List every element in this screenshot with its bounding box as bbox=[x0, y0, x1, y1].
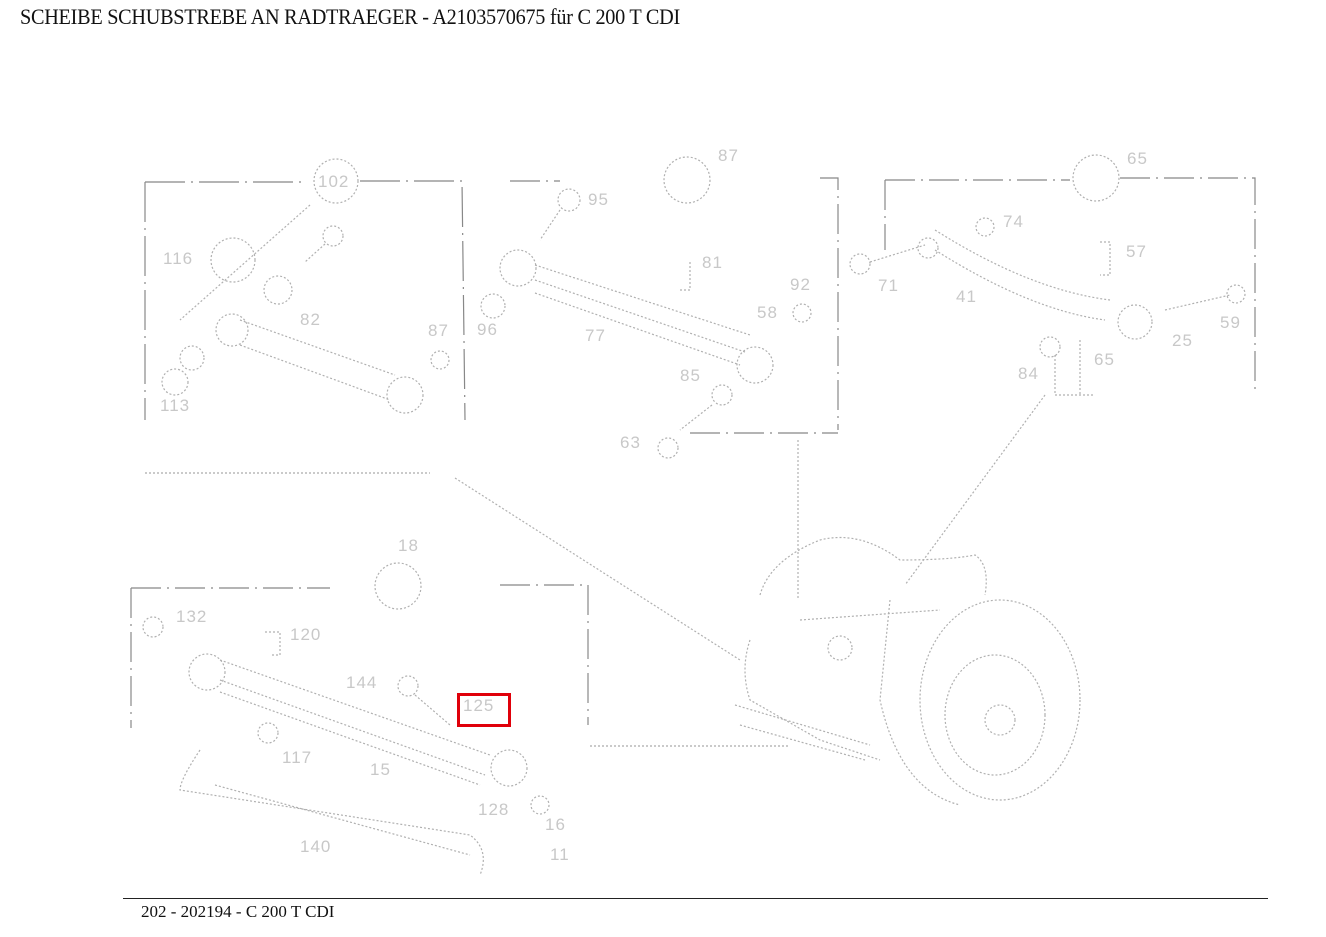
callout-15[interactable]: 15 bbox=[370, 760, 391, 779]
axle-assembly bbox=[734, 536, 1081, 806]
callout-92[interactable]: 92 bbox=[790, 275, 811, 294]
callout-71[interactable]: 71 bbox=[878, 276, 899, 295]
callout-16[interactable]: 16 bbox=[545, 815, 566, 834]
callout-84[interactable]: 84 bbox=[1018, 364, 1039, 383]
footer-divider bbox=[123, 898, 1268, 899]
callout-58[interactable]: 58 bbox=[757, 303, 778, 322]
footer-model-info: 202 - 202194 - C 200 T CDI bbox=[141, 902, 335, 921]
callout-117[interactable]: 117 bbox=[282, 748, 313, 767]
callout-74[interactable]: 74 bbox=[1003, 212, 1024, 231]
callout-57[interactable]: 57 bbox=[1126, 242, 1147, 261]
panel-top-right bbox=[849, 154, 1256, 396]
panel-bottom-left bbox=[130, 562, 589, 876]
exploded-parts-diagram bbox=[130, 154, 1256, 876]
callout-65a[interactable]: 65 bbox=[1127, 149, 1148, 168]
callout-140[interactable]: 140 bbox=[300, 837, 332, 856]
panel-top-middle bbox=[480, 156, 839, 459]
callout-128[interactable]: 128 bbox=[478, 800, 510, 819]
callout-125[interactable]: 125 bbox=[463, 696, 495, 715]
callout-120[interactable]: 120 bbox=[290, 625, 322, 644]
highlighted-part-box[interactable] bbox=[457, 693, 511, 727]
panel-top-left bbox=[144, 158, 466, 421]
callout-87a[interactable]: 87 bbox=[428, 321, 449, 340]
callout-113[interactable]: 113 bbox=[160, 396, 191, 415]
callout-96[interactable]: 96 bbox=[477, 320, 498, 339]
callout-95[interactable]: 95 bbox=[588, 190, 609, 209]
callout-63[interactable]: 63 bbox=[620, 433, 641, 452]
leader-lines bbox=[145, 394, 1046, 747]
callout-77[interactable]: 77 bbox=[585, 326, 606, 345]
callout-116[interactable]: 116 bbox=[163, 249, 194, 268]
callout-18[interactable]: 18 bbox=[398, 536, 419, 555]
callout-82[interactable]: 82 bbox=[300, 310, 321, 329]
page-title: SCHEIBE SCHUBSTREBE AN RADTRAEGER - A210… bbox=[20, 4, 680, 29]
callout-144[interactable]: 144 bbox=[346, 673, 378, 692]
callout-85[interactable]: 85 bbox=[680, 366, 701, 385]
callout-11[interactable]: 11 bbox=[550, 845, 570, 864]
callout-65b[interactable]: 65 bbox=[1094, 350, 1115, 369]
callout-59[interactable]: 59 bbox=[1220, 313, 1241, 332]
callout-132[interactable]: 132 bbox=[176, 607, 208, 626]
callout-81[interactable]: 81 bbox=[702, 253, 723, 272]
callout-87b[interactable]: 87 bbox=[718, 146, 739, 165]
callout-41[interactable]: 41 bbox=[956, 287, 977, 306]
callout-102[interactable]: 102 bbox=[318, 172, 350, 191]
callout-25[interactable]: 25 bbox=[1172, 331, 1193, 350]
